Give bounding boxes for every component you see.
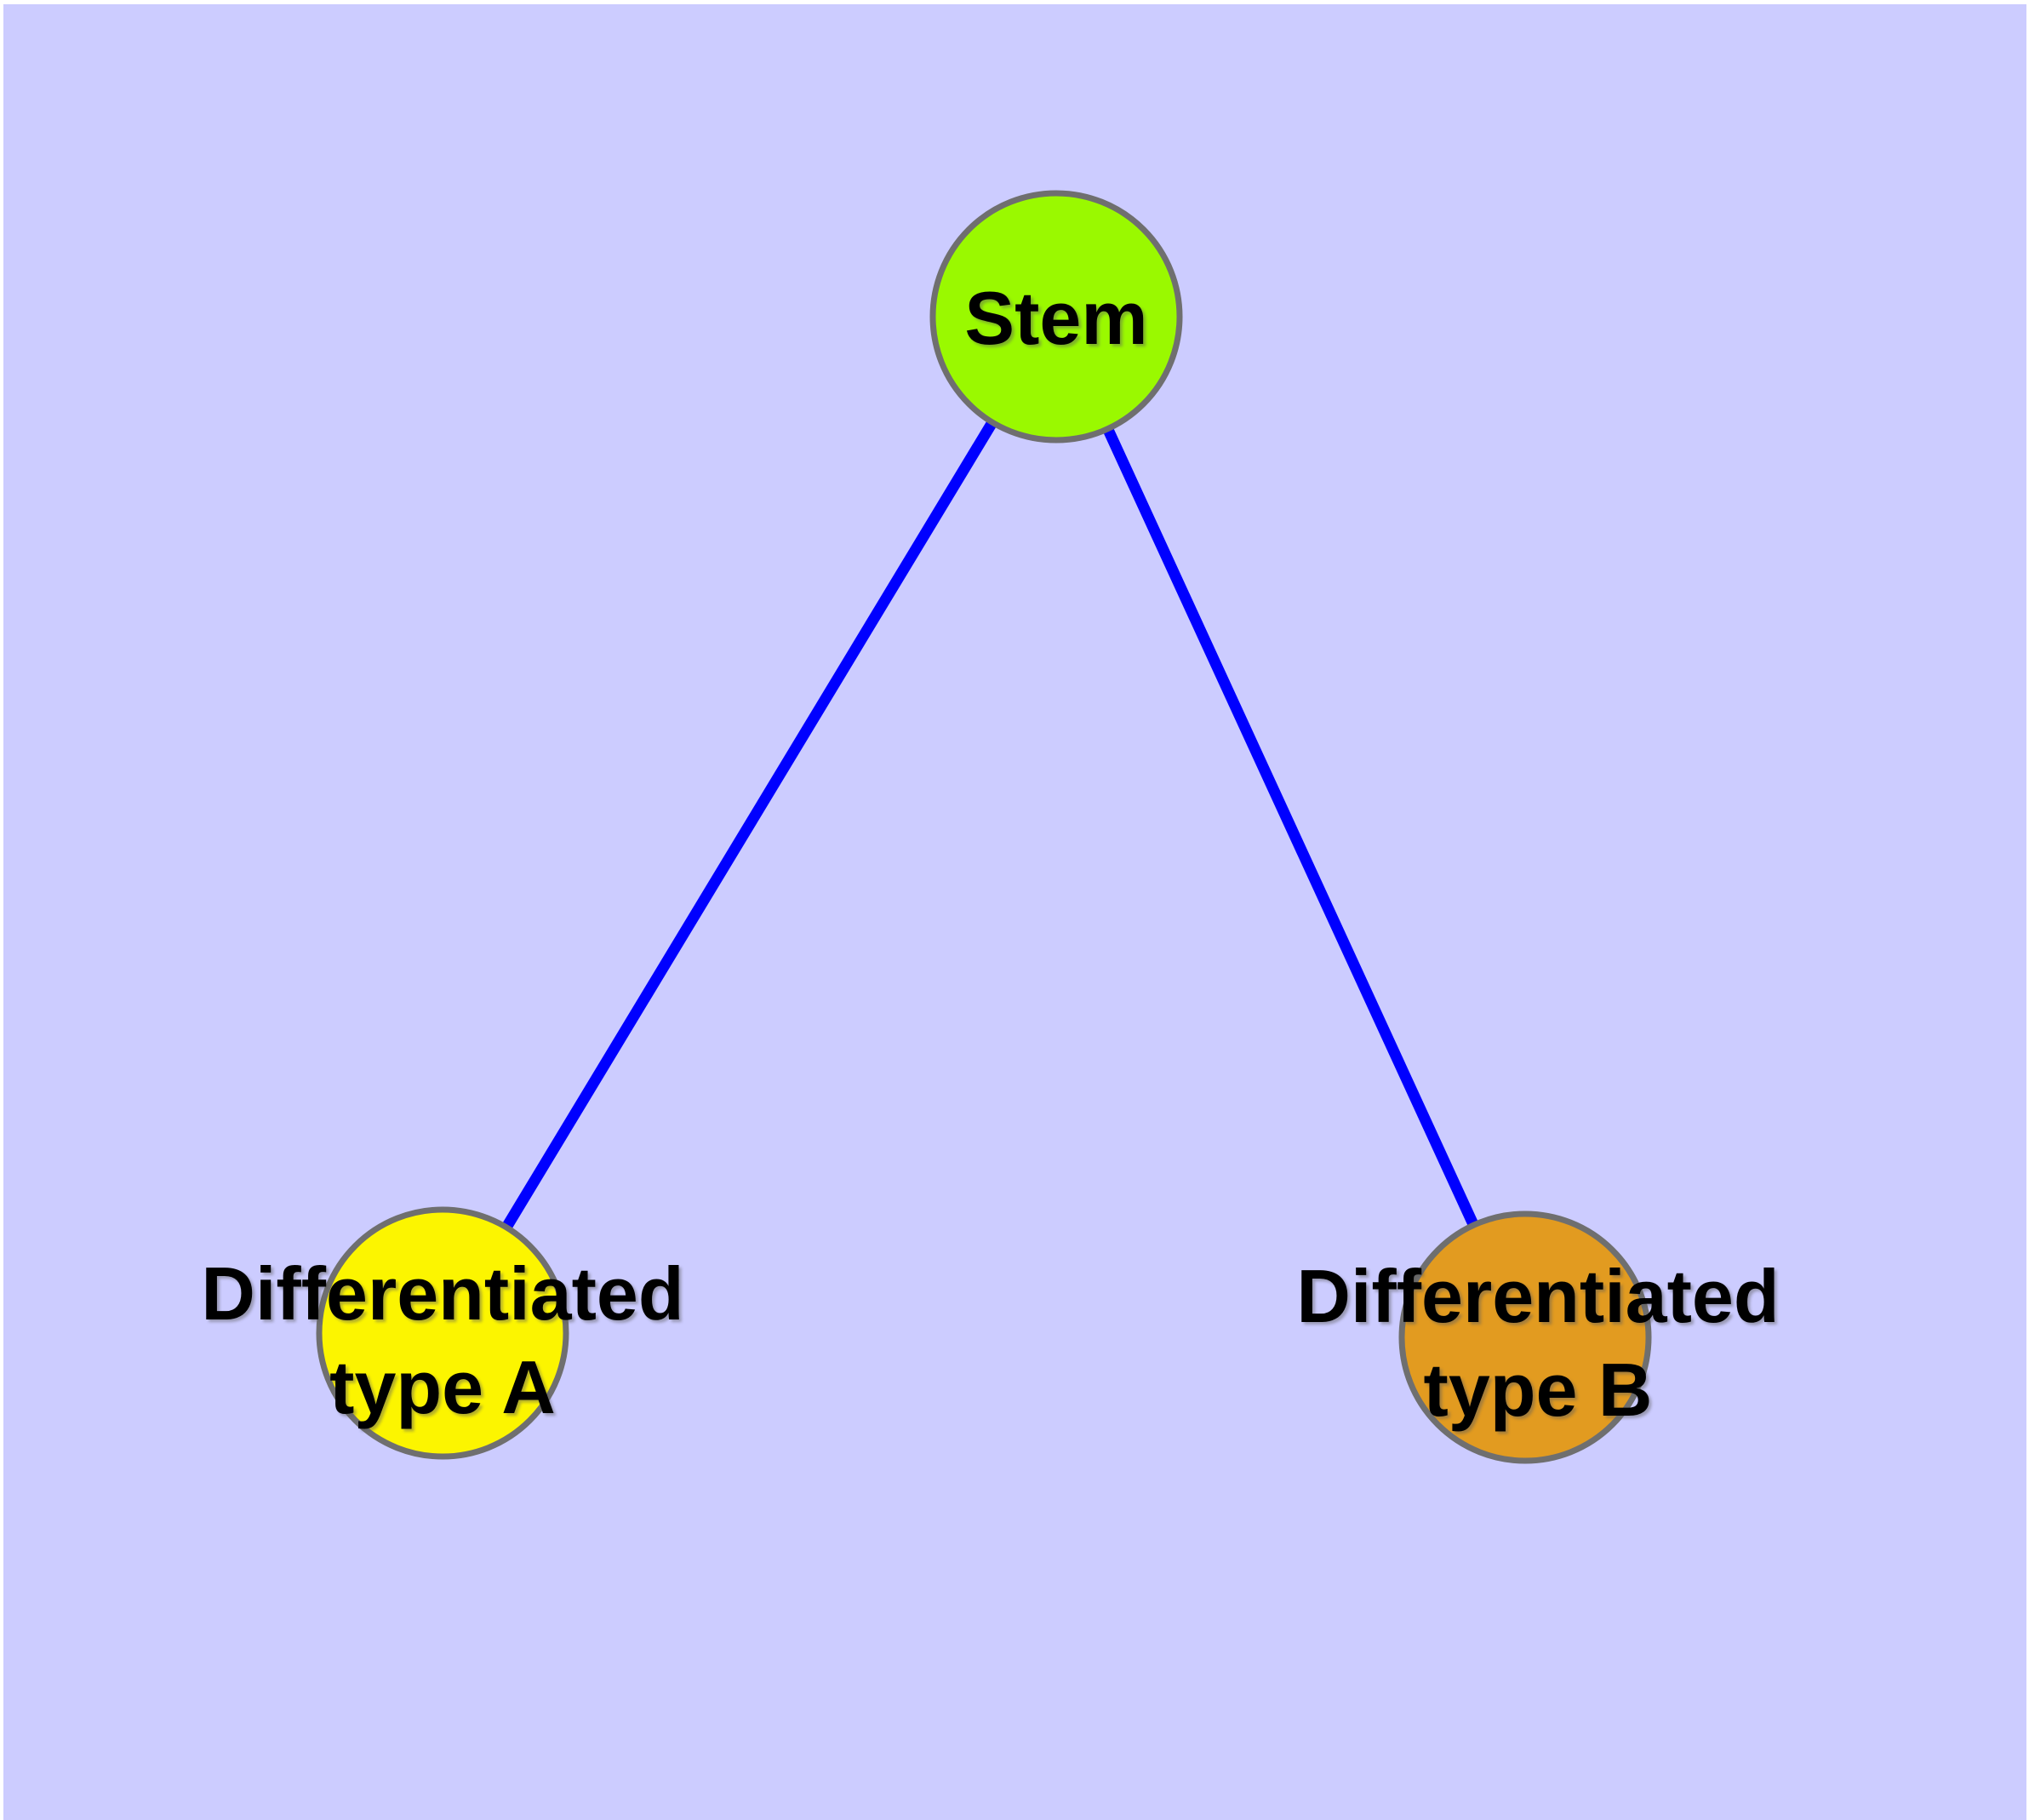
stem-node-circle <box>929 190 1183 444</box>
type-b-label-line1: Differentiated <box>1296 1254 1779 1338</box>
type-a-label-line1: Differentiated <box>201 1251 683 1336</box>
stem-node-label: Stem <box>964 276 1147 360</box>
type-b-label-line2: type B <box>1424 1348 1653 1432</box>
type-a-label-line2: type A <box>329 1345 556 1429</box>
edge-stem-to-type-b <box>1051 314 1530 1340</box>
type-b-node-circle <box>1398 1210 1652 1464</box>
type-a-node-circle <box>316 1206 569 1460</box>
edge-stem-to-type-a <box>437 313 1061 1336</box>
